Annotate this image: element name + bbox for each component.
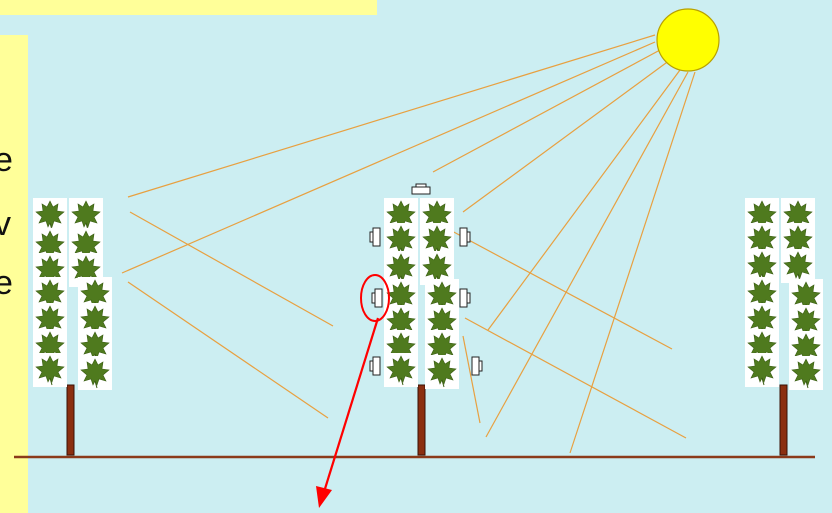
light-ray — [432, 49, 661, 173]
pointer-arrow-icon — [316, 317, 380, 508]
maple-leaf-icon — [32, 197, 68, 233]
light-sensor-icon — [471, 356, 483, 376]
tree-canopy — [32, 197, 113, 391]
light-sensor-icon — [369, 227, 381, 247]
tree-icon — [32, 197, 113, 456]
tree-trunk — [779, 384, 788, 456]
light-ray — [487, 69, 681, 331]
maple-leaf-icon — [68, 197, 104, 233]
highlight-circle-icon — [360, 274, 390, 322]
tree-icon — [744, 197, 824, 456]
light-sensor-icon — [369, 356, 381, 376]
sun-icon — [656, 8, 720, 72]
text-fragment-3: e — [0, 264, 13, 302]
light-sensor-icon — [411, 183, 431, 195]
light-sensor-icon — [371, 288, 383, 308]
text-fragment-1: e — [0, 141, 13, 179]
light-ray — [127, 34, 656, 198]
maple-leaf-icon — [77, 355, 113, 391]
light-ray — [121, 41, 656, 274]
light-ray — [569, 71, 696, 454]
light-ray — [462, 335, 481, 424]
maple-leaf-icon — [780, 248, 816, 284]
tree-canopy — [744, 197, 824, 391]
top-banner — [0, 0, 377, 15]
left-text-panel: e v e — [0, 35, 28, 513]
tree-trunk — [417, 384, 426, 456]
light-sensor-icon — [459, 227, 471, 247]
light-ray — [449, 229, 673, 350]
light-ray — [129, 211, 334, 327]
maple-leaf-icon — [424, 354, 460, 390]
maple-leaf-icon — [788, 355, 824, 391]
maple-leaf-icon — [744, 352, 780, 388]
light-ray — [127, 281, 329, 419]
maple-leaf-icon — [32, 352, 68, 388]
light-ray — [485, 71, 689, 438]
tree-icon — [369, 183, 483, 456]
text-fragment-2: v — [0, 205, 11, 243]
light-rays — [121, 34, 696, 454]
tree-trunk — [66, 384, 75, 456]
tree-canopy — [383, 197, 460, 390]
light-sensor-icon — [459, 288, 471, 308]
maple-leaf-icon — [383, 352, 419, 388]
light-ray — [464, 317, 687, 439]
light-ray — [462, 59, 671, 213]
